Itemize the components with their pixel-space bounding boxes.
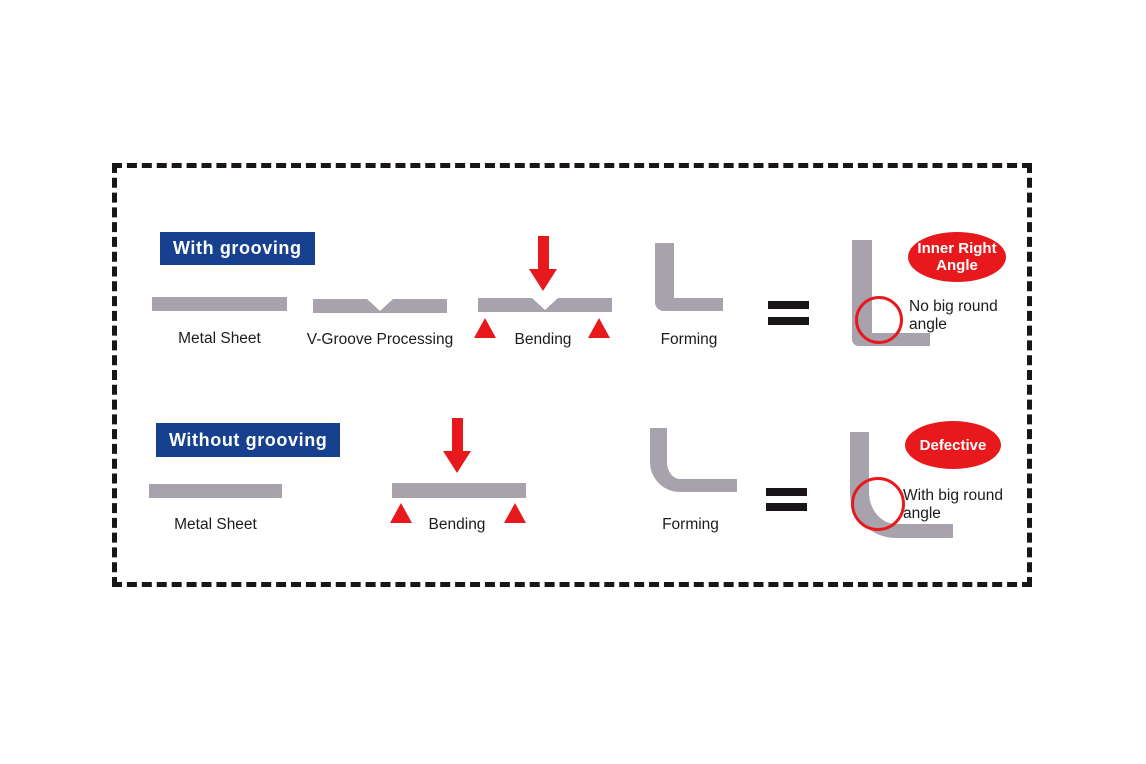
with-grooving-badge: With grooving <box>160 232 315 265</box>
without-grooving-badge: Without grooving <box>156 423 341 457</box>
result-note: With big round angle <box>903 487 1003 522</box>
forming-l-shape-rounded <box>650 428 737 492</box>
v-groove-label: V-Groove Processing <box>306 331 454 348</box>
forming-label: Forming <box>662 516 719 533</box>
metal-sheet-bar <box>152 297 287 311</box>
arrow-head <box>529 269 557 291</box>
press-arrow-icon <box>529 236 557 291</box>
corner-highlight-circle-icon <box>855 296 903 344</box>
support-triangle-icon <box>474 318 496 338</box>
forming-l-shape-sharp <box>655 243 723 311</box>
bending-label: Bending <box>428 516 486 533</box>
v-notch-icon <box>532 298 558 310</box>
defective-badge: Defective <box>905 421 1001 469</box>
equals-icon <box>768 301 809 325</box>
arrow-head <box>443 451 471 473</box>
inner-right-angle-badge: Inner Right Angle <box>908 232 1006 282</box>
bending-bar-grooved <box>478 298 612 312</box>
press-arrow-icon <box>443 418 471 473</box>
metal-sheet-label: Metal Sheet <box>174 516 257 533</box>
support-triangle-icon <box>588 318 610 338</box>
bending-label: Bending <box>514 331 572 348</box>
result-note: No big round angle <box>909 298 998 333</box>
metal-sheet-label: Metal Sheet <box>178 330 261 347</box>
v-notch-icon <box>367 299 393 311</box>
support-triangle-icon <box>390 503 412 523</box>
arrow-shaft <box>451 418 463 451</box>
dashed-border-frame <box>112 163 1032 587</box>
equals-icon <box>766 488 807 511</box>
arrow-shaft <box>537 236 549 269</box>
support-triangle-icon <box>504 503 526 523</box>
bending-bar-plain <box>392 483 526 498</box>
v-groove-bar <box>313 299 447 313</box>
metal-sheet-bar <box>149 484 282 498</box>
forming-label: Forming <box>660 331 718 348</box>
corner-highlight-circle-icon <box>851 477 905 531</box>
